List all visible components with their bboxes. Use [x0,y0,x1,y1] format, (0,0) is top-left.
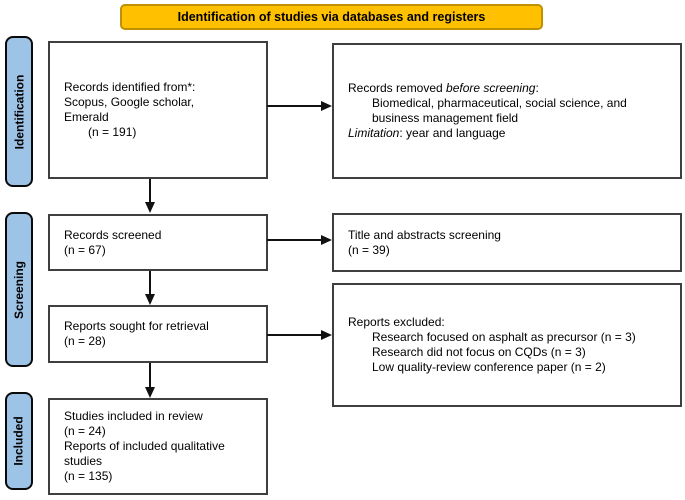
box-text-line: Scopus, Google scholar, [64,95,195,109]
stage-label-identification-text: Identification [12,74,27,149]
stage-label-included: Included [5,392,33,490]
arrow-line [267,105,322,107]
box-text-line: (n = 28) [64,334,106,348]
box-reports-excluded: Reports excluded:Research focused on asp… [332,283,682,407]
banner: Identification of studies via databases … [120,4,543,30]
arrow-line [267,239,322,241]
box-text-line: (n = 24) [64,424,106,438]
box-text-line: (n = 135) [64,469,113,483]
box-text-line: Records removed before screening: [348,81,539,95]
box-text-line: (n = 67) [64,242,106,257]
box-text-line: Records screened [64,227,162,242]
box-text-line: Studies included in review [64,409,203,423]
box-text-line: business management field [372,111,519,125]
arrow-line [149,271,151,295]
box-text-line: Limitation: year and language [348,126,506,140]
stage-label-screening: Screening [5,212,33,367]
box-text-line: Research did not focus on CQDs (n = 3) [372,345,586,359]
box-records-screened: Records screened(n = 67) [48,214,268,271]
arrow-line [149,179,151,203]
arrow-head-down-icon [145,202,155,213]
box-text-line: studies [64,454,103,468]
box-reports-sought: Reports sought for retrieval(n = 28) [48,305,268,363]
stage-label-screening-text: Screening [12,260,26,319]
banner-label: Identification of studies via databases … [177,10,486,24]
box-text-line: Reports excluded: [348,315,445,329]
box-text-line: (n = 191) [88,125,137,139]
box-text-line: Research focused on asphalt as precursor… [372,330,636,344]
box-text-line: Low quality-review conference paper (n =… [372,360,606,374]
box-studies-included: Studies included in review(n = 24)Report… [48,398,268,495]
box-text-line: Records identified from*: [64,80,196,94]
arrow-line [267,334,322,336]
box-text-line: Reports of included qualitative [64,439,225,453]
box-title-abstracts-screening: Title and abstracts screening(n = 39) [332,213,682,272]
arrow-head-right-icon [321,235,332,245]
box-text-line: (n = 39) [348,242,390,257]
box-text-line: Biomedical, pharmaceutical, social scien… [372,96,627,110]
box-records-removed: Records removed before screening:Biomedi… [332,43,682,179]
arrow-head-down-icon [145,387,155,398]
box-records-identified: Records identified from*:Scopus, Google … [48,41,268,179]
arrow-line [149,363,151,388]
box-text-line: Reports sought for retrieval [64,319,209,333]
box-text-line: Title and abstracts screening [348,227,501,242]
stage-label-included-text: Included [12,416,26,466]
arrow-head-down-icon [145,294,155,305]
stage-label-identification: Identification [5,36,33,187]
box-text-line: Emerald [64,110,109,124]
arrow-head-right-icon [321,330,332,340]
arrow-head-right-icon [321,101,332,111]
